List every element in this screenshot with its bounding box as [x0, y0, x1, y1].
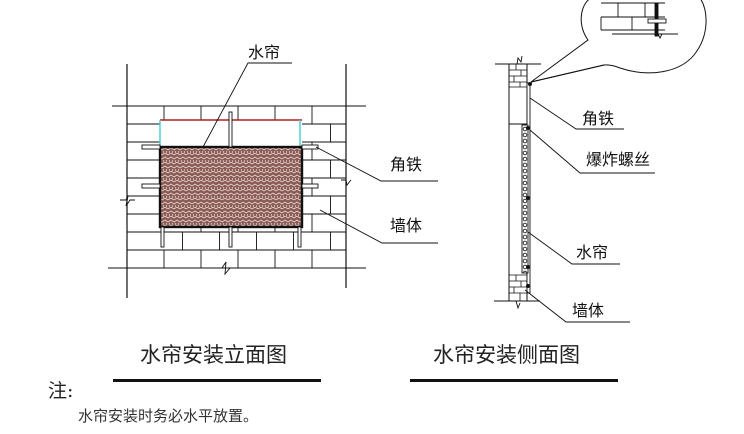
label-wall-front: 墙体 [390, 216, 422, 235]
callout-leader [530, 64, 605, 83]
leader-side-wall [524, 289, 630, 323]
front-view-title: 水帘安装立面图 [140, 343, 287, 367]
leader-side-pad [527, 231, 620, 265]
label-angle-iron-side: 角铁 [582, 109, 614, 128]
leader-angle-iron [315, 146, 438, 182]
side-break-top [516, 55, 523, 65]
cooling-pad [158, 145, 304, 229]
break-symbol-left [120, 195, 135, 207]
detail-magnified [600, 2, 678, 40]
leader-wall [319, 209, 438, 244]
side-bricks-bottom [509, 274, 527, 301]
detail-callout-bubble [530, 0, 707, 83]
break-symbol-right [341, 179, 352, 187]
side-break-bottom [515, 300, 521, 310]
leader-pad [202, 62, 292, 148]
front-view: 水帘 角铁 墙体 水帘安装立面图 [108, 43, 438, 382]
side-bricks-top [509, 64, 527, 88]
angle-iron-brackets [141, 111, 319, 248]
label-expansion-bolt: 爆炸螺丝 [586, 150, 650, 169]
leader-side-angle-iron [529, 97, 624, 130]
note-heading: 注: [48, 380, 74, 402]
label-pad-front: 水帘 [248, 43, 280, 62]
break-symbol-bottom [221, 261, 231, 276]
side-view-title-underline [410, 379, 618, 382]
leader-expansion-bolt [529, 129, 655, 174]
label-angle-iron-front: 角铁 [390, 155, 422, 174]
side-view-title: 水帘安装侧面图 [433, 343, 580, 367]
note-text: 水帘安装时务必水平放置。 [78, 407, 259, 425]
front-view-title-underline [113, 379, 321, 382]
label-wall-side: 墙体 [572, 301, 604, 320]
label-pad-side: 水帘 [576, 243, 608, 262]
side-expansion-bolts [526, 82, 532, 288]
side-view: 角铁 爆炸螺丝 水帘 墙体 水帘安装侧面图 [410, 0, 707, 382]
